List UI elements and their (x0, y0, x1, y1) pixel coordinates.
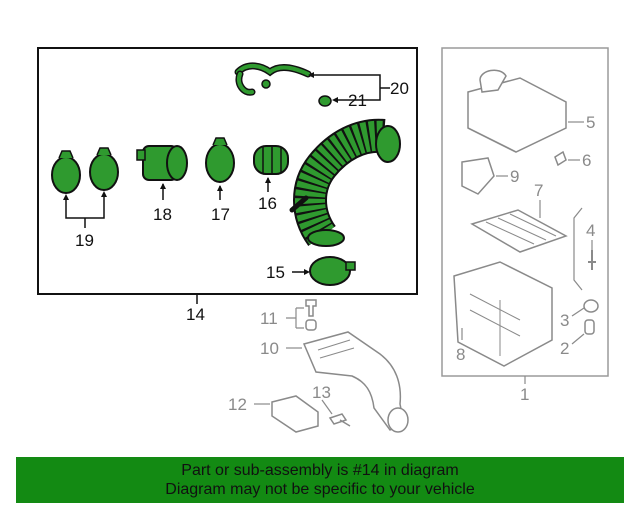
callout-21: 21 (348, 91, 367, 110)
assembly-14-box (37, 47, 418, 295)
part-11-bushing (305, 319, 317, 331)
part-13-screw (328, 413, 351, 427)
callout-14: 14 (186, 305, 205, 324)
part-10-duct-ribs (317, 339, 355, 359)
part-11-bolt (305, 299, 317, 317)
part-20-hose-fill (236, 64, 310, 76)
part-17-clamp[interactable] (205, 137, 235, 183)
part-7-filter-frame (470, 209, 568, 253)
part-19-clamp-right-tab (96, 147, 112, 156)
part-7-filter-pleats (485, 213, 557, 245)
part-2-bushing (584, 319, 595, 335)
callout-1: 1 (520, 385, 529, 404)
banner-line-2: Diagram may not be specific to your vehi… (165, 481, 475, 498)
arrow-17 (217, 185, 223, 191)
part-10-duct (302, 331, 409, 433)
arrow-21 (332, 97, 338, 103)
part-19-clamp-right[interactable] (89, 147, 119, 191)
callout-11: 11 (260, 309, 278, 328)
part-14-duct-fill (295, 120, 386, 245)
part-15-clamp-shape (309, 256, 351, 286)
assembly-1-group: 5 6 9 7 4 3 2 8 1 (441, 47, 609, 404)
callout-20: 20 (390, 79, 409, 98)
part-20-hose-drop-fill (237, 72, 254, 95)
arrow-19-left (63, 194, 69, 200)
leaders-assembly-1 (461, 121, 593, 384)
leader-20 (312, 74, 390, 101)
callout-13: 13 (312, 383, 331, 402)
part-18-adapter[interactable] (136, 145, 188, 181)
arrow-19-right (101, 191, 107, 197)
part-19-clamp-left-shape (51, 156, 81, 194)
part-8-lower-case (453, 261, 553, 367)
callout-8: 8 (456, 345, 465, 364)
banner-line-1: Part or sub-assembly is #14 in diagram (181, 462, 459, 479)
part-10-duct-outlet (387, 407, 409, 433)
part-19-clamp-left[interactable] (51, 150, 81, 194)
callout-17: 17 (211, 205, 230, 224)
part-21-clip-shape (318, 95, 332, 107)
leader-arrows (63, 72, 338, 275)
callout-16: 16 (258, 194, 277, 213)
callout-3: 3 (560, 311, 569, 330)
part-17-clamp-shape (205, 143, 235, 183)
arrow-15 (304, 269, 310, 275)
arrow-20 (308, 72, 314, 78)
arrow-18 (160, 183, 166, 189)
part-9-bracket (461, 157, 495, 195)
info-banner: Part or sub-assembly is #14 in diagram D… (16, 457, 624, 503)
part-18-adapter-tab (136, 149, 146, 161)
part-20-breather-hose[interactable] (234, 62, 312, 96)
part-16-resonator[interactable] (253, 145, 289, 175)
part-21-clip[interactable] (318, 95, 332, 107)
callout-4: 4 (586, 221, 595, 240)
bracket-4 (573, 207, 583, 291)
assembly-14-group[interactable]: 20 21 19 18 17 16 15 (37, 47, 418, 295)
callout-6: 6 (582, 151, 591, 170)
callout-15: 15 (266, 263, 285, 282)
leader-2 (571, 333, 585, 345)
leader-3 (571, 307, 585, 317)
leader-19 (65, 195, 105, 228)
part-14-duct-end-high (375, 125, 401, 163)
part-17-clamp-tab (212, 137, 228, 146)
part-7-filter (470, 209, 568, 253)
part-14-intake-duct[interactable] (289, 118, 401, 247)
part-20-clip (261, 79, 271, 89)
part-14-duct-end-low (307, 229, 345, 247)
leader-11 (286, 307, 304, 329)
part-4-pin (588, 250, 596, 270)
callout-19: 19 (75, 231, 94, 250)
callout-18: 18 (153, 205, 172, 224)
callout-12: 12 (228, 395, 247, 414)
callout-9: 9 (510, 167, 519, 186)
part-5-cover-inlet (479, 69, 507, 93)
part-19-clamp-left-tab (58, 150, 74, 159)
loose-parts: 11 10 12 13 (228, 299, 409, 433)
callout-5: 5 (586, 113, 595, 132)
part-6-clip (554, 150, 567, 167)
part-8-case-ribs (469, 293, 521, 356)
callout-10: 10 (260, 339, 279, 358)
part-16-resonator-body (253, 145, 289, 175)
part-3-grommet (583, 299, 599, 313)
arrow-16 (265, 177, 271, 183)
part-12-bracket (271, 395, 319, 433)
part-14-nipple (289, 195, 309, 213)
callout-2: 2 (560, 339, 569, 358)
part-5-cover-edge (467, 127, 517, 153)
leader-13 (321, 399, 333, 415)
part-5-upper-cover (467, 69, 567, 153)
part-18-adapter-face (166, 145, 188, 181)
part-19-clamp-right-shape (89, 153, 119, 191)
part-15-clamp-tab (345, 261, 356, 271)
part-8-case-body (453, 261, 553, 367)
part-15-clamp[interactable] (309, 256, 356, 286)
callout-7: 7 (534, 181, 543, 200)
